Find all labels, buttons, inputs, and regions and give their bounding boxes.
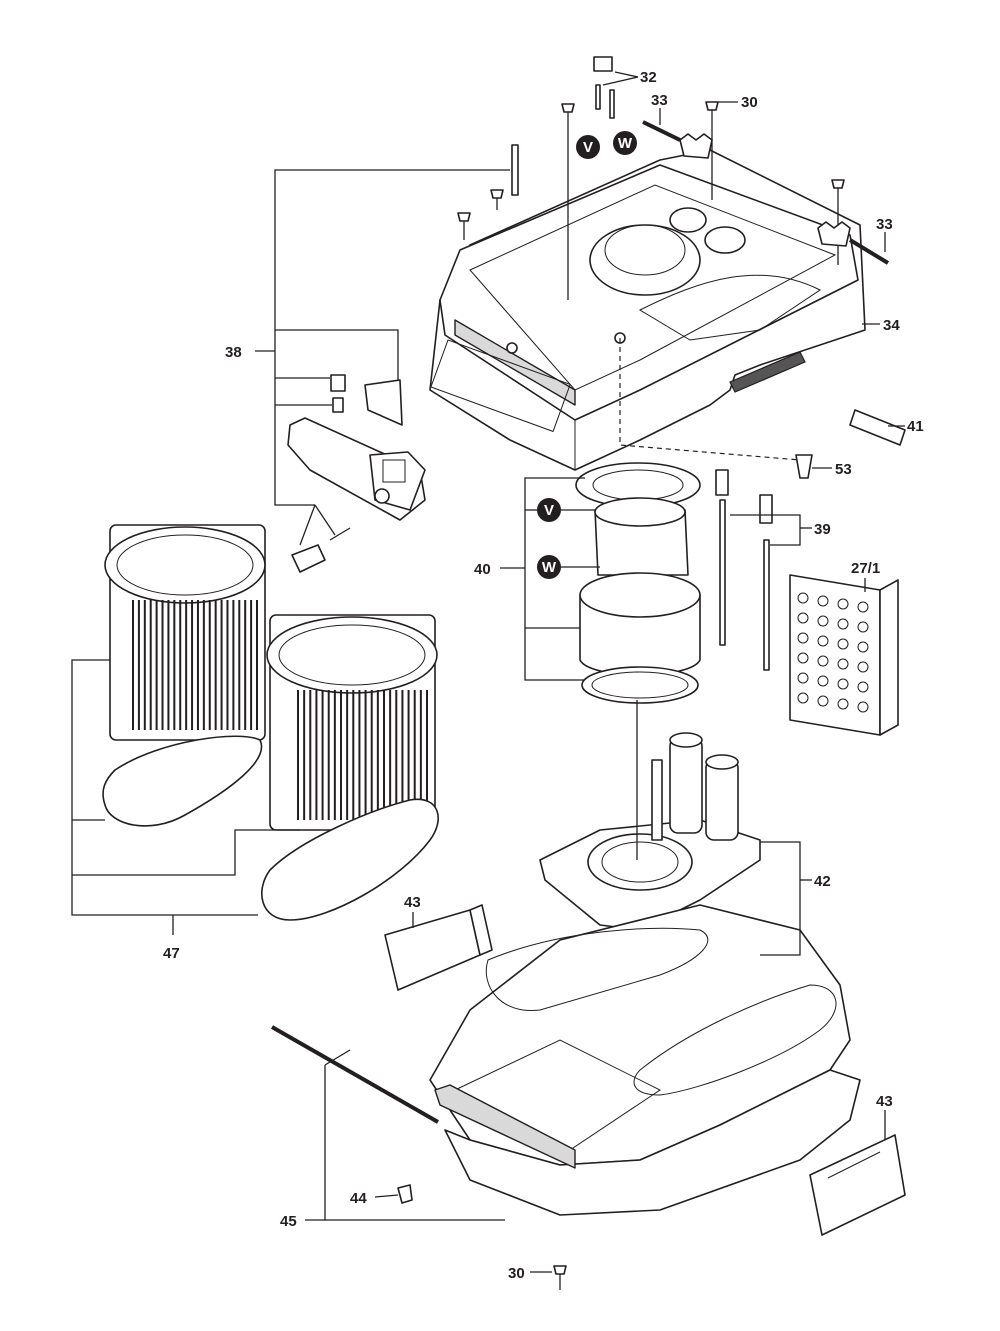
marker-v-top: V [576,135,600,159]
container-base-part [429,904,861,1216]
svg-text:W: W [618,135,633,152]
callout-30-bottom: 30 [508,1265,525,1282]
callout-33-right: 33 [876,216,893,233]
callout-43-right: 43 [876,1093,893,1110]
motor-part [575,462,701,704]
svg-text:V: V [583,139,593,156]
marker-w-mid: W [537,555,561,579]
leader-lines [71,71,905,1273]
top-cover-part [429,149,866,471]
callout-42: 42 [814,873,831,890]
callout-41: 41 [907,418,924,435]
callout-38: 38 [225,344,242,361]
hinge-pin-parts [642,120,890,265]
callout-40: 40 [474,561,491,578]
callout-34: 34 [883,317,900,334]
callout-44: 44 [350,1190,367,1207]
callout-39: 39 [814,521,831,538]
callout-43-left: 43 [404,894,421,911]
clip-part [397,1184,413,1204]
rod-parts [715,409,906,671]
marker-v-mid: V [537,498,561,522]
gasket-rod-part [271,1025,439,1124]
callout-30-top: 30 [741,94,758,111]
handle-assembly-part [287,374,426,573]
svg-text:W: W [542,559,557,576]
callout-53: 53 [835,461,852,478]
callout-27-1: 27/1 [851,560,880,577]
callout-32: 32 [640,69,657,86]
latch-right-part [809,1134,906,1236]
latch-left-part [384,904,493,991]
filter-cartridge-part [102,524,439,921]
bottom-screw-part [553,1265,567,1290]
callout-33-top: 33 [651,92,668,109]
marker-w-top: W [613,131,637,155]
foam-filter-part [789,574,899,736]
svg-text:V: V [544,502,554,519]
callout-45: 45 [280,1213,297,1230]
callout-47: 47 [163,945,180,962]
motor-housing-part [539,732,761,931]
screw-parts [457,56,845,300]
